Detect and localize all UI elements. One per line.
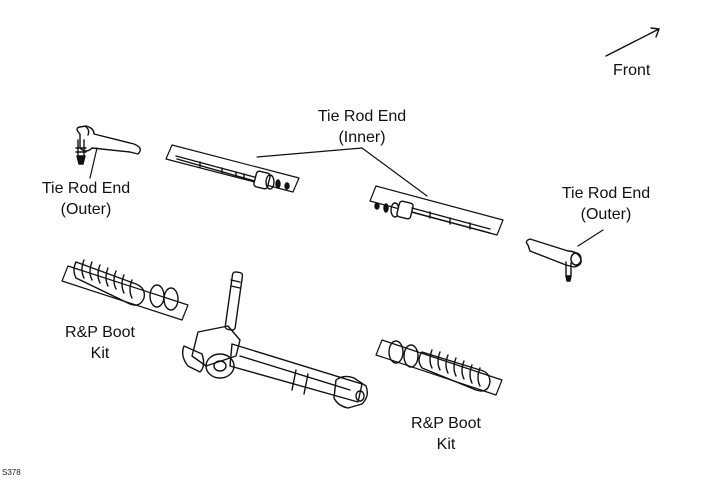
tie-rod-inner-left [165, 144, 300, 193]
front-arrow-icon [605, 27, 660, 57]
label-tie-rod-inner: Tie Rod End (Inner) [314, 106, 410, 148]
label-boot-kit-left-line1: R&P Boot [65, 324, 135, 341]
label-tie-rod-outer-left-line1: Tie Rod End [41, 180, 131, 197]
label-boot-kit-right-line1: R&P Boot [411, 415, 481, 432]
tie-rod-inner-right [369, 185, 504, 236]
tie-rod-outer-left [75, 125, 141, 165]
label-tie-rod-outer-right-line2: (Outer) [580, 206, 632, 223]
label-tie-rod-outer-right: Tie Rod End (Outer) [558, 183, 654, 225]
figure-code: S378 [2, 468, 21, 477]
label-tie-rod-outer-right-line1: Tie Rod End [561, 185, 651, 202]
label-tie-rod-inner-line2: (Inner) [338, 129, 386, 146]
boot-kit-left [61, 259, 189, 321]
label-tie-rod-inner-line1: Tie Rod End [317, 108, 407, 125]
boot-kit-right [375, 339, 503, 396]
tie-rod-outer-right [525, 238, 582, 282]
label-front: Front [613, 62, 651, 79]
label-boot-kit-right-line2: Kit [436, 436, 456, 453]
steering-rack [181, 271, 369, 409]
label-boot-kit-left: R&P Boot Kit [58, 322, 142, 364]
label-boot-kit-left-line2: Kit [90, 345, 110, 362]
label-boot-kit-right: R&P Boot Kit [404, 413, 488, 455]
label-tie-rod-outer-left: Tie Rod End (Outer) [38, 178, 134, 220]
label-tie-rod-outer-left-line2: (Outer) [60, 201, 112, 218]
leader-lines [89, 147, 604, 247]
